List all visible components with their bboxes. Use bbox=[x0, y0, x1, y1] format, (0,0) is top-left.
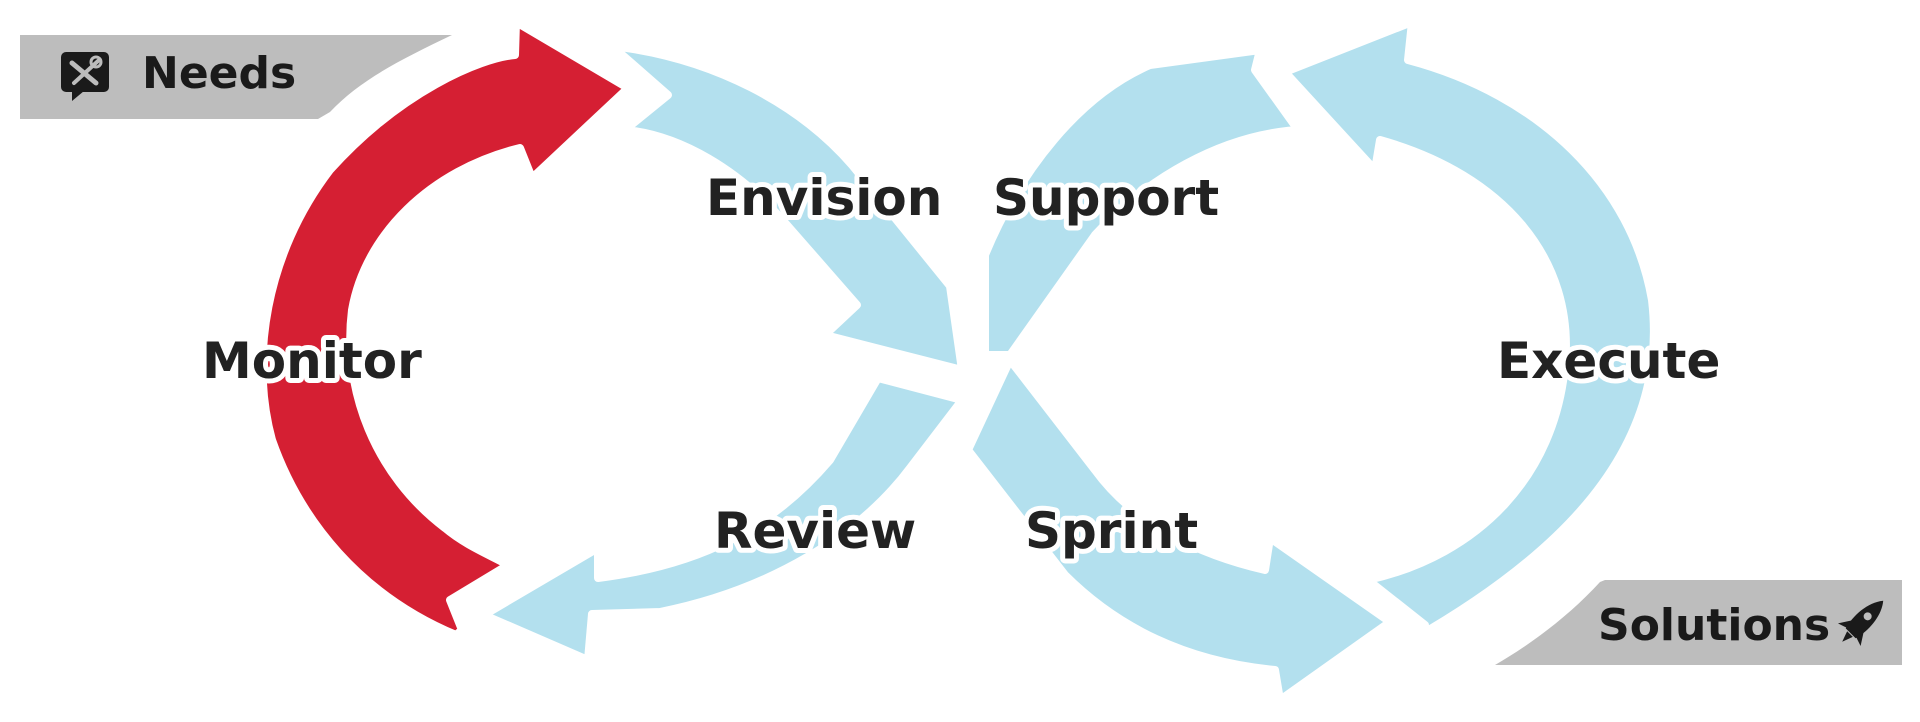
stage-label-monitor: Monitor bbox=[202, 332, 422, 390]
solutions-tag: Solutions bbox=[1495, 580, 1902, 665]
solutions-label: Solutions bbox=[1598, 600, 1830, 651]
review-arrow bbox=[480, 374, 966, 664]
stage-label-review: Review bbox=[714, 502, 916, 560]
needs-label: Needs bbox=[142, 48, 296, 99]
needs-tag: Needs bbox=[20, 35, 452, 119]
stage-label-execute: Execute bbox=[1497, 332, 1720, 390]
support-arrow bbox=[981, 46, 1302, 359]
stage-label-support: Support bbox=[993, 169, 1219, 227]
solutions-tag-background bbox=[1495, 580, 1902, 665]
envision-arrow bbox=[608, 42, 966, 374]
stage-label-envision: Envision bbox=[706, 169, 942, 227]
rocket-icon bbox=[1837, 600, 1884, 647]
monitor-arrow bbox=[258, 18, 632, 639]
needs-tag-background bbox=[20, 35, 452, 119]
stage-label-sprint: Sprint bbox=[1025, 502, 1198, 560]
execute-arrow bbox=[1281, 18, 1658, 656]
sprint-arrow bbox=[964, 356, 1394, 704]
chat-tools-icon bbox=[61, 52, 109, 101]
